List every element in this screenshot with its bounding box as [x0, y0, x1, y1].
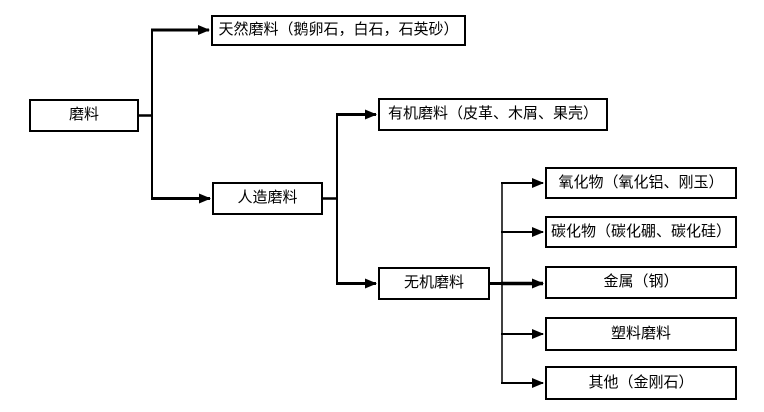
node-carbide: 碳化物（碳化硼、碳化硅） — [545, 216, 737, 248]
node-organic-abrasive: 有机磨料（皮革、木屑、果壳） — [378, 98, 608, 131]
node-artificial-abrasive: 人造磨料 — [212, 182, 323, 215]
node-plastic-abrasive: 塑料磨料 — [545, 317, 737, 351]
node-inorganic-abrasive: 无机磨料 — [378, 267, 490, 300]
node-oxide: 氧化物（氧化铝、刚玉） — [545, 167, 737, 199]
node-metal: 金属（钢） — [545, 266, 737, 299]
node-abrasive: 磨料 — [29, 99, 139, 132]
node-natural-abrasive: 天然磨料（鹅卵石，白石，石英砂） — [211, 15, 466, 46]
node-other: 其他（金刚石） — [545, 366, 737, 400]
